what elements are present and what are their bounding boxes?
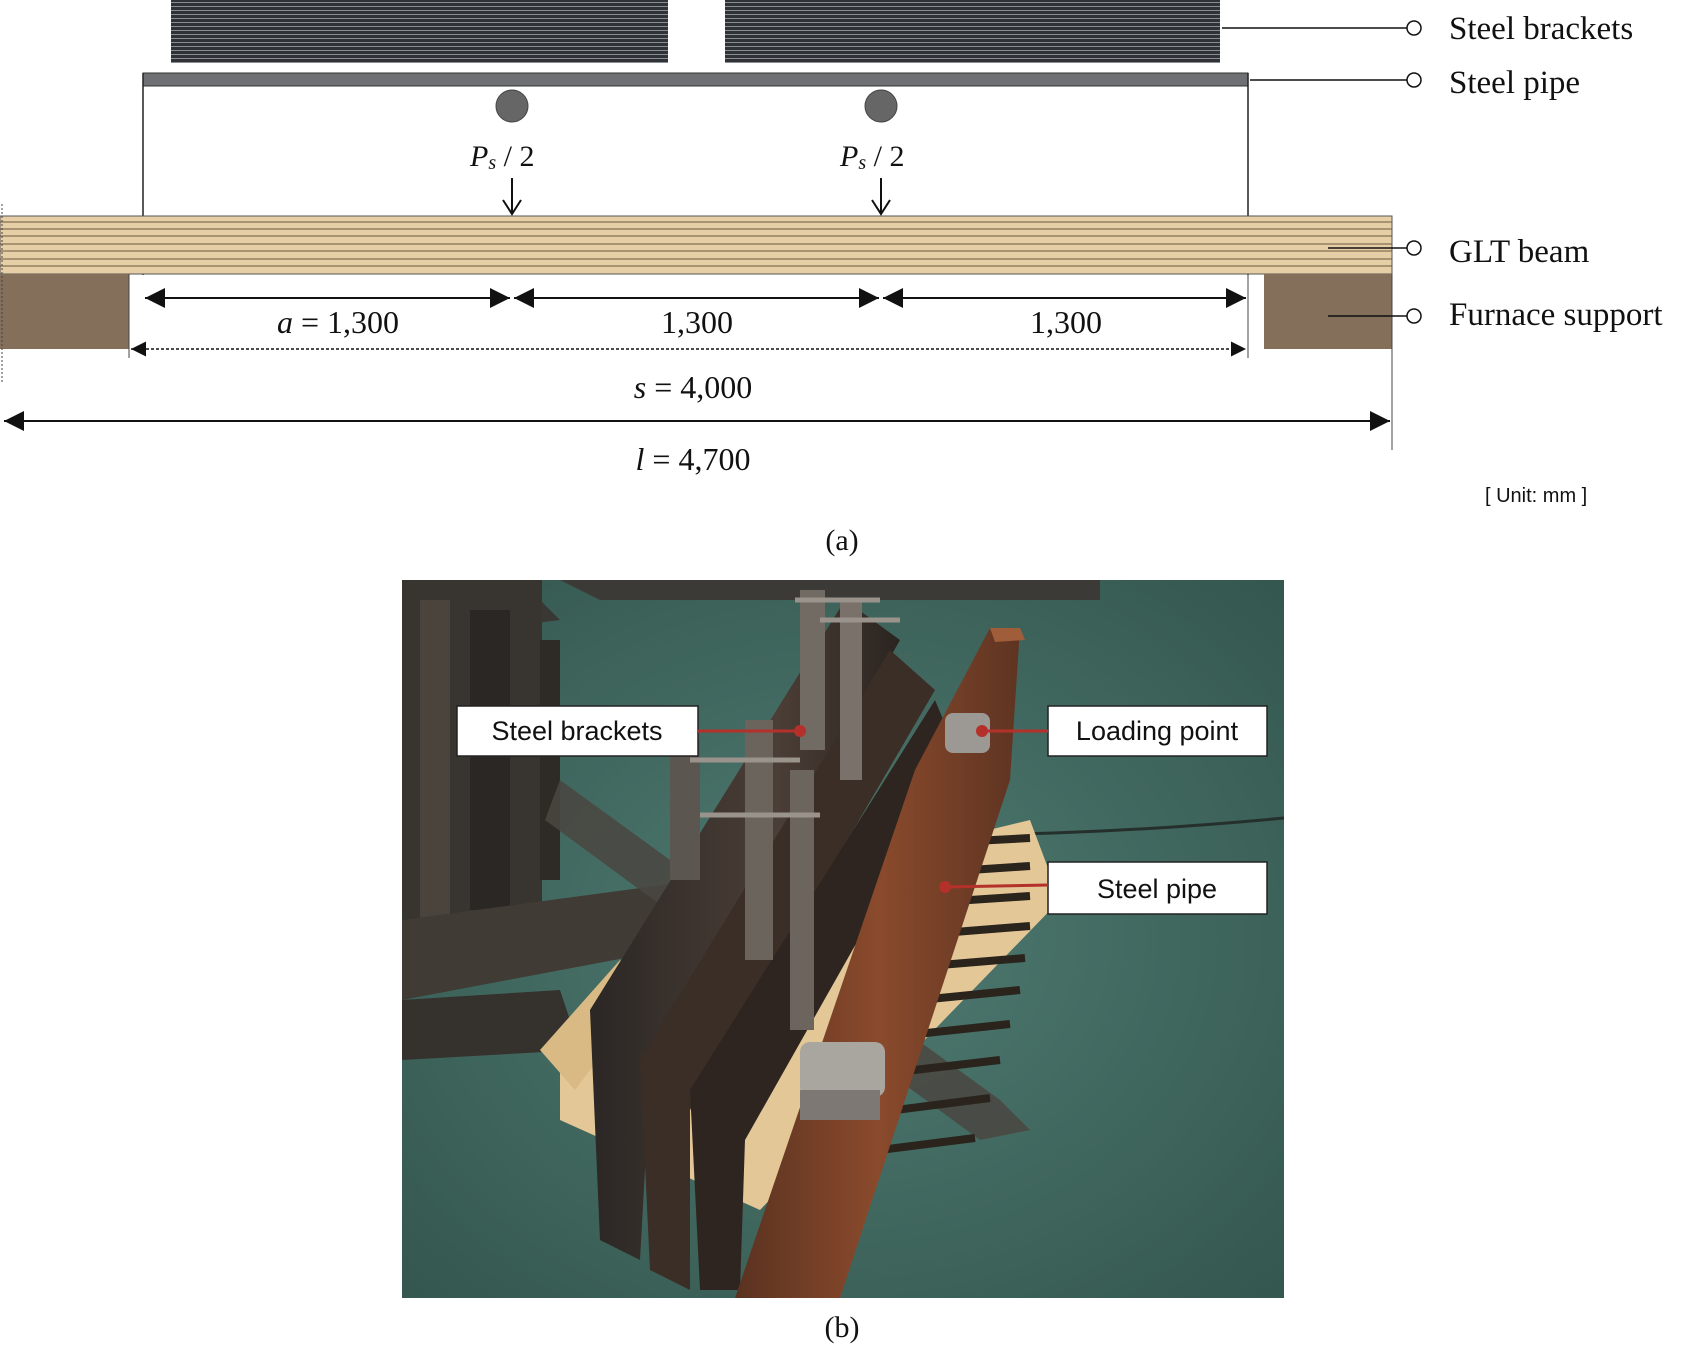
- loading-point-left: [495, 89, 529, 123]
- caption-a: (a): [825, 524, 858, 557]
- legend-steel-brackets: Steel brackets: [1449, 11, 1633, 47]
- dim-label-mid: 1,300: [661, 304, 733, 340]
- panel-b-photo: Steel brackets Loading point Steel pipe …: [402, 580, 1284, 1344]
- photo-steel-pipe: [735, 628, 1025, 1298]
- loading-point-right: [864, 89, 898, 123]
- legend-furnace-support: Furnace support: [1449, 297, 1663, 333]
- unit-note: [ Unit: mm ]: [1485, 485, 1587, 507]
- legend-steel-pipe: Steel pipe: [1449, 65, 1580, 101]
- leader-steel-pipe: [1250, 72, 1422, 88]
- svg-text:Steel pipe: Steel pipe: [1097, 874, 1217, 904]
- load-label-left: Ps / 2: [469, 140, 534, 174]
- steel-bracket-left: [171, 0, 668, 63]
- steel-bracket-right: [725, 0, 1220, 63]
- panel-a-diagram: Ps / 2 Ps / 2: [0, 0, 1663, 557]
- callout-steel-brackets: Steel brackets: [456, 705, 806, 757]
- leader-steel-brackets: [1222, 20, 1422, 36]
- load-arrow-right: [871, 178, 891, 216]
- furnace-support-right: [1264, 274, 1392, 349]
- leader-furnace-support: [1328, 308, 1422, 324]
- svg-text:Loading point: Loading point: [1076, 716, 1239, 746]
- dim-label-right: 1,300: [1030, 304, 1102, 340]
- callout-steel-pipe: Steel pipe: [939, 861, 1268, 915]
- caption-b: (b): [825, 1311, 860, 1344]
- callout-loading-point: Loading point: [976, 705, 1268, 757]
- load-label-right: Ps / 2: [839, 140, 904, 174]
- leader-glt-beam: [1328, 240, 1422, 256]
- load-arrow-left: [502, 178, 522, 216]
- steel-pipe: [142, 72, 1249, 87]
- dim-label-a: a = 1,300: [277, 304, 399, 340]
- legend-glt-beam: GLT beam: [1449, 234, 1590, 270]
- dim-label-s: s = 4,000: [634, 369, 753, 405]
- dim-label-l: l = 4,700: [636, 441, 751, 477]
- glt-beam: [0, 215, 1393, 275]
- furnace-support-left: [0, 274, 129, 349]
- svg-text:Steel brackets: Steel brackets: [491, 716, 662, 746]
